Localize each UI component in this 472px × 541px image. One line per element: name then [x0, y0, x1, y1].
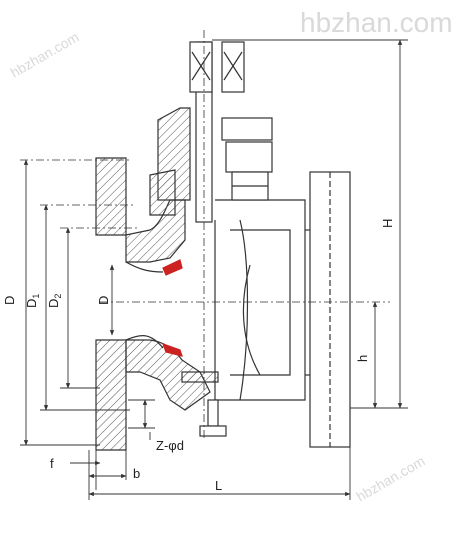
seal-lower	[161, 343, 183, 357]
label-d: D	[96, 296, 111, 305]
label-h: h	[355, 355, 370, 362]
gland-section	[149, 169, 176, 216]
center-lines	[20, 30, 390, 440]
label-L: L	[215, 478, 222, 493]
dimension-lines	[20, 39, 408, 500]
packing-box	[221, 117, 273, 141]
watermark-top-left: hbzhan.com	[8, 29, 82, 81]
valve-body	[95, 41, 351, 451]
label-holes: Z-φd	[156, 438, 184, 453]
left-flange-lower	[95, 339, 127, 451]
bottom-screw	[207, 399, 219, 427]
left-flange	[95, 157, 127, 236]
label-b: b	[133, 466, 140, 481]
watermark-top-right: hbzhan.com	[300, 7, 453, 38]
label-D2: D2	[46, 294, 63, 308]
dimension-labels: D D1 D2 D H h Z-φd f b L	[2, 219, 395, 493]
plug-outline	[214, 219, 249, 401]
watermark-bottom-right: hbzhan.com	[354, 453, 428, 505]
label-D1: D1	[24, 294, 41, 308]
label-D: D	[2, 296, 17, 305]
label-f: f	[50, 456, 54, 471]
seal-upper	[162, 259, 183, 276]
label-H: H	[380, 219, 395, 228]
